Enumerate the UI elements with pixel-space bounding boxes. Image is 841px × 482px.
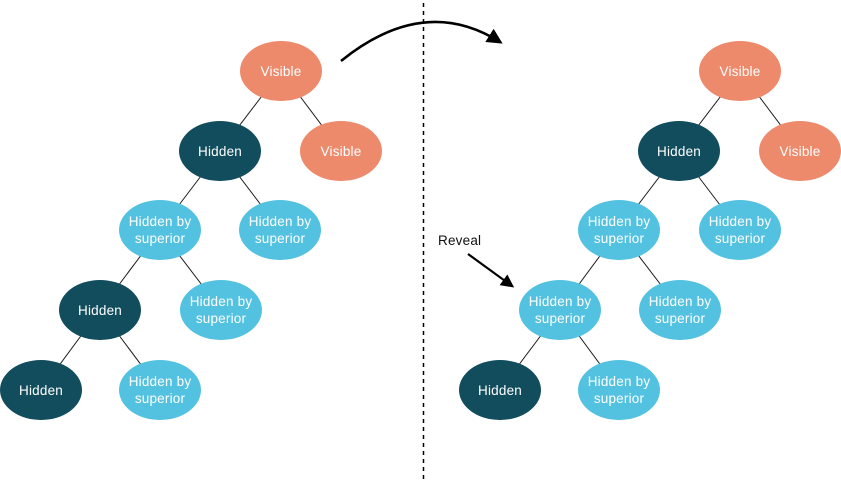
tree-node-label: Hidden xyxy=(198,143,242,159)
tree-node-visible: Visible xyxy=(300,121,382,181)
tree-node-hidden-by-superior: Hidden by superior xyxy=(239,200,321,260)
tree-node-hidden-by-superior: Hidden by superior xyxy=(119,200,201,260)
tree-node-revealed-hidden-by-superior: Hidden by superior xyxy=(519,280,601,340)
tree-node-label: Visible xyxy=(779,143,821,159)
tree-node-label: Hidden by superior xyxy=(528,294,592,326)
tree-node-hidden-by-superior: Hidden by superior xyxy=(180,280,262,340)
tree-node-label: Hidden xyxy=(657,143,701,159)
before-after-arrow xyxy=(340,20,503,63)
tree-node-hidden: Hidden xyxy=(638,121,720,181)
tree-node-hidden-by-superior: Hidden by superior xyxy=(699,200,781,260)
reveal-arrow xyxy=(467,253,515,288)
tree-node-hidden-by-superior: Hidden by superior xyxy=(119,360,201,420)
tree-node-label: Hidden by superior xyxy=(128,214,192,246)
tree-node-label: Hidden by superior xyxy=(189,294,253,326)
tree-node-hidden: Hidden xyxy=(179,121,261,181)
tree-node-label: Hidden by superior xyxy=(708,214,772,246)
tree-node-hidden-by-superior: Hidden by superior xyxy=(578,200,660,260)
tree-node-label: Hidden by superior xyxy=(248,214,312,246)
tree-node-label: Hidden by superior xyxy=(587,374,651,406)
tree-node-label: Hidden xyxy=(478,382,522,398)
tree-node-hidden-by-superior: Hidden by superior xyxy=(578,360,660,420)
tree-node-label: Visible xyxy=(719,63,761,79)
tree-node-hidden: Hidden xyxy=(0,360,82,420)
tree-node-label: Hidden by superior xyxy=(128,374,192,406)
tree-node-hidden: Hidden xyxy=(459,360,541,420)
tree-node-hidden-by-superior: Hidden by superior xyxy=(639,280,721,340)
tree-node-visible: Visible xyxy=(759,121,841,181)
tree-node-label: Hidden xyxy=(78,302,122,318)
tree-node-label: Hidden by superior xyxy=(587,214,651,246)
reveal-annotation-label: Reveal xyxy=(438,233,482,248)
tree-node-hidden: Hidden xyxy=(59,280,141,340)
tree-node-label: Visible xyxy=(320,143,362,159)
tree-node-visible: Visible xyxy=(240,41,322,101)
tree-node-label: Visible xyxy=(260,63,302,79)
tree-node-label: Hidden xyxy=(19,382,63,398)
tree-node-label: Hidden by superior xyxy=(648,294,712,326)
tree-node-visible: Visible xyxy=(699,41,781,101)
